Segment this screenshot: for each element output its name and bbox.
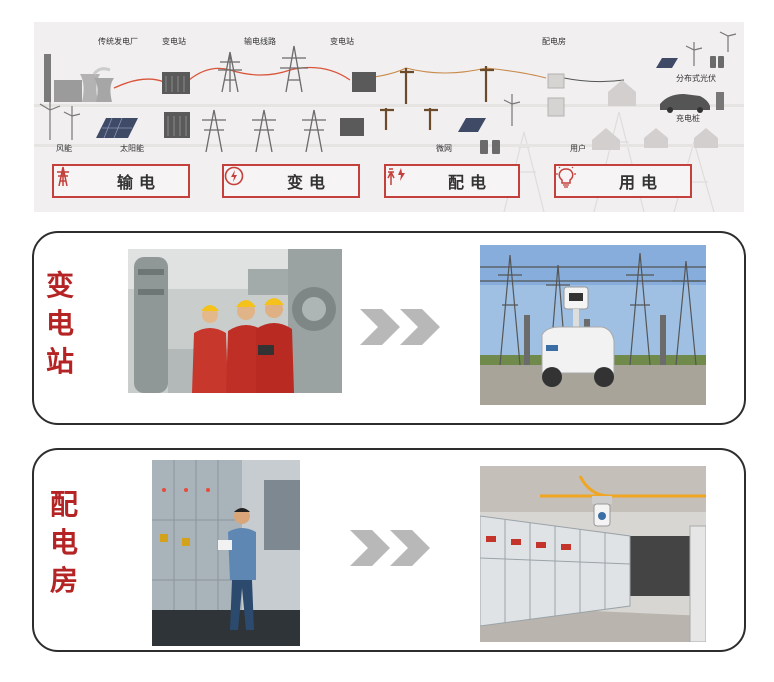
panel-title-distribution-room: 配 电 房 bbox=[44, 486, 84, 600]
power-plant-icon bbox=[44, 54, 114, 102]
title-char: 配 bbox=[49, 488, 78, 521]
panel-title-substation: 变 电 站 bbox=[40, 267, 80, 381]
stage-transmission: 输电 bbox=[52, 164, 190, 198]
stage-transformation: 变电 bbox=[222, 164, 360, 198]
stage-label: 配电 bbox=[447, 173, 492, 192]
panel-substation: 变 电 站 bbox=[32, 231, 746, 425]
photo-manual-inspection bbox=[128, 249, 342, 393]
label-charging-pile: 充电桩 bbox=[676, 114, 700, 123]
label-transmission-line: 输电线路 bbox=[244, 37, 276, 46]
arrow-chevrons-icon bbox=[360, 309, 444, 345]
label-user: 用户 bbox=[570, 144, 586, 153]
label-wind: 风能 bbox=[56, 144, 72, 153]
lightbulb-icon bbox=[556, 166, 605, 192]
transmission-tower-icons bbox=[202, 45, 326, 153]
battery-icons bbox=[480, 56, 724, 154]
stage-label: 输电 bbox=[116, 173, 161, 192]
photo-rail-robot bbox=[480, 466, 706, 642]
label-microgrid: 微网 bbox=[436, 144, 452, 153]
electric-car-icon bbox=[660, 92, 724, 113]
lightning-circle-icon bbox=[224, 166, 273, 192]
title-char: 房 bbox=[49, 564, 78, 597]
utility-pole-icons bbox=[380, 66, 494, 130]
label-distributed-pv: 分布式光伏 bbox=[676, 74, 716, 83]
label-substation-2: 变电站 bbox=[330, 37, 354, 46]
transmission-tower-icon bbox=[57, 166, 103, 192]
arrow-chevrons-icon bbox=[350, 530, 434, 566]
label-traditional-plant: 传统发电厂 bbox=[98, 37, 138, 46]
label-distribution-room: 配电房 bbox=[542, 37, 566, 46]
panel-distribution-room: 配 电 房 bbox=[32, 448, 746, 652]
distribution-icon bbox=[387, 168, 434, 192]
distribution-cabinet-icons bbox=[547, 73, 565, 117]
stage-consumption: 用电 bbox=[554, 164, 692, 198]
wind-turbine-icons bbox=[39, 31, 737, 140]
house-icons bbox=[592, 80, 718, 150]
solar-panel-icons bbox=[96, 58, 678, 139]
title-char: 电 bbox=[45, 307, 74, 340]
grid-illustration bbox=[34, 31, 744, 212]
photo-manual-patrol bbox=[152, 460, 300, 646]
stage-label: 变电 bbox=[286, 173, 331, 192]
label-substation-1: 变电站 bbox=[162, 37, 186, 46]
photo-robot-inspection bbox=[480, 245, 706, 405]
label-solar: 太阳能 bbox=[120, 144, 144, 153]
title-char: 变 bbox=[45, 269, 74, 302]
power-grid-diagram: 传统发电厂 变电站 输电线路 变电站 配电房 分布式光伏 充电桩 风能 太阳能 … bbox=[34, 22, 744, 212]
stage-distribution: 配电 bbox=[384, 164, 520, 198]
title-char: 电 bbox=[49, 526, 78, 559]
stage-label: 用电 bbox=[618, 173, 663, 192]
title-char: 站 bbox=[45, 345, 74, 378]
